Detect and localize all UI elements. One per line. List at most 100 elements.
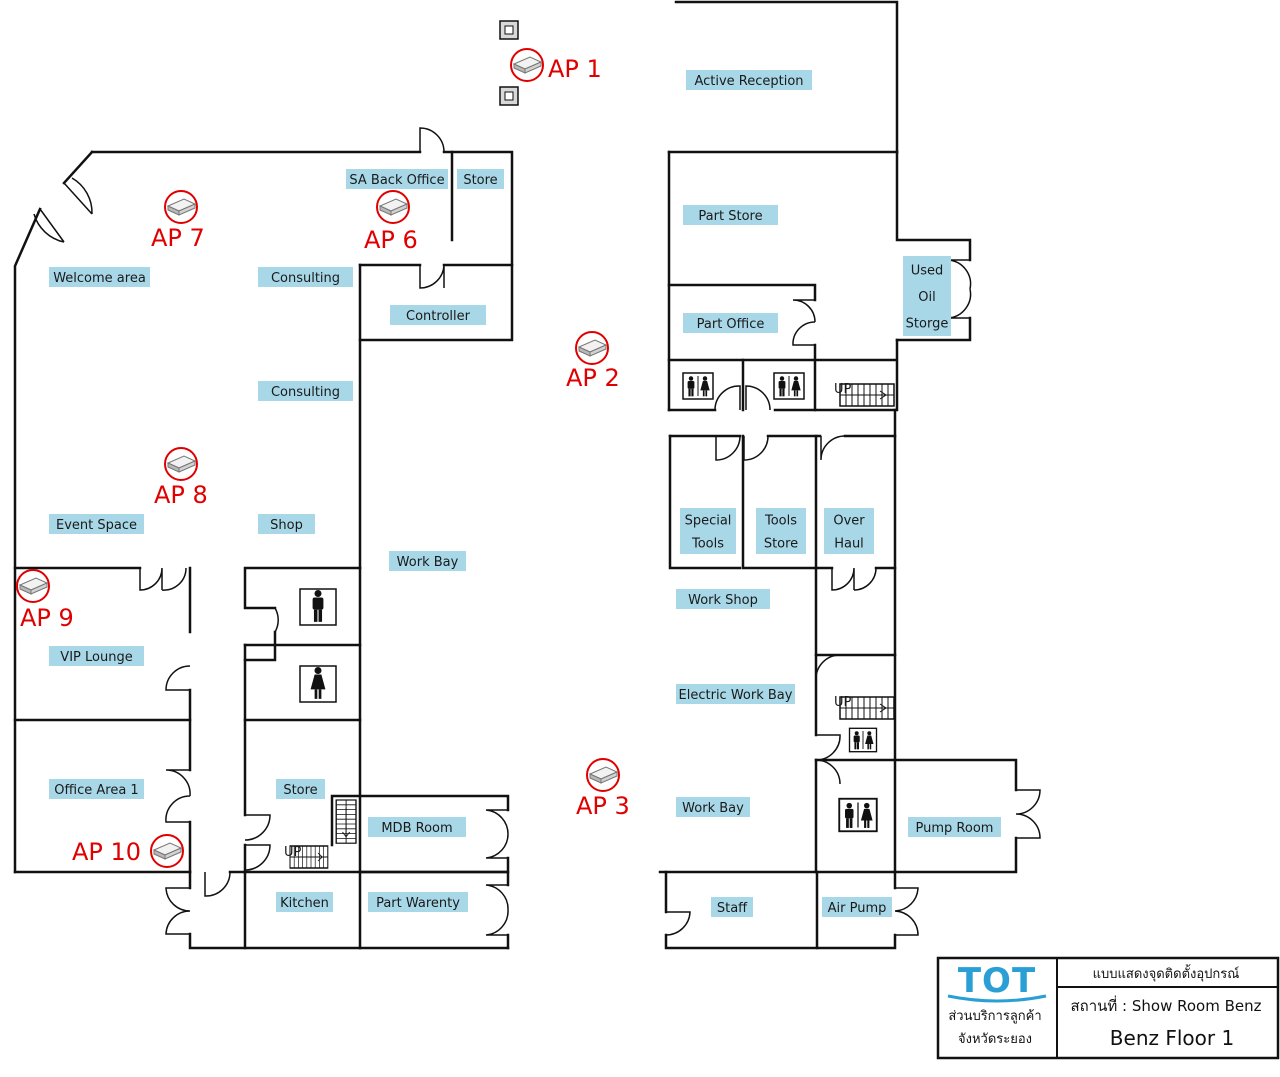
access-point: AP 6 <box>364 190 418 254</box>
room-label-text: Event Space <box>56 518 137 533</box>
room-label: Shop <box>258 514 315 534</box>
room-label-text: Part Store <box>698 209 762 224</box>
room-label-text: Store <box>283 783 317 798</box>
room-label: Work Bay <box>389 551 466 571</box>
room-label-text: SA Back Office <box>349 173 444 188</box>
room-label: VIP Lounge <box>49 646 144 666</box>
column-markers <box>499 20 519 106</box>
room-label-text: Electric Work Bay <box>679 688 793 703</box>
room-label: Work Shop <box>676 589 770 609</box>
room-label-text: Part Office <box>697 317 765 332</box>
multi-line-room-labels: UsedOilStorgeSpecialToolsToolsStoreOverH… <box>680 256 951 554</box>
room-label-text: Shop <box>270 518 303 533</box>
room-label: Part Office <box>683 313 778 333</box>
access-point-label: AP 9 <box>20 604 74 632</box>
room-label-text: Store <box>463 173 497 188</box>
room-label: Welcome area <box>49 267 150 287</box>
access-point-icon <box>379 198 408 216</box>
room-label-text: Storge <box>906 317 949 332</box>
location-text: สถานที่ : Show Room Benz <box>1070 995 1261 1015</box>
floor-text: Benz Floor 1 <box>1110 1026 1234 1050</box>
org-line-1: ส่วนบริการลูกค้า <box>948 1009 1041 1024</box>
women-restroom-icon <box>299 665 337 703</box>
stairs-label: UP <box>284 845 302 860</box>
room-label: MDB Room <box>368 817 466 837</box>
room-label: Active Reception <box>686 70 812 90</box>
left-building-doors <box>33 127 509 936</box>
right-building-doors <box>665 259 1041 936</box>
room-label: Kitchen <box>276 892 333 912</box>
title-block: TOT ส่วนบริการลูกค้า จังหวัดระยอง แบบแสด… <box>936 956 1280 1060</box>
room-label-text: Work Bay <box>682 801 744 816</box>
room-label: SA Back Office <box>346 169 448 189</box>
men-restroom-icon <box>299 588 337 626</box>
stairs-label: UP <box>834 382 852 397</box>
room-label: Pump Room <box>908 817 1001 837</box>
access-point-icon <box>589 766 618 784</box>
access-point-ring <box>164 447 198 481</box>
title-heading: แบบแสดงจุดติดตั้งอุปกรณ์ <box>1093 964 1240 982</box>
room-label: Event Space <box>49 514 144 534</box>
restroom-icon <box>850 728 877 751</box>
room-label-text: Oil <box>918 290 935 305</box>
room-label: Store <box>276 779 325 799</box>
access-point: AP 2 <box>566 331 620 392</box>
access-point: AP 9 <box>16 569 74 632</box>
stairs-icon: UP UP UP <box>284 382 895 869</box>
access-point: AP 7 <box>151 190 205 252</box>
access-point: AP 8 <box>154 447 208 509</box>
tot-logo: TOT <box>947 961 1047 1003</box>
room-label-text: Staff <box>717 901 748 916</box>
restroom-icons <box>299 373 877 832</box>
restroom-icon <box>683 373 713 399</box>
logo-text: TOT <box>958 961 1036 1001</box>
room-label: Consulting <box>258 267 353 287</box>
access-point-ring <box>510 48 544 82</box>
room-label-text: Over <box>833 514 865 529</box>
room-label-text: MDB Room <box>381 821 452 836</box>
access-point: AP 3 <box>576 758 630 820</box>
access-point-ring <box>164 190 198 224</box>
left-building-walls <box>13 150 514 950</box>
access-point-ring <box>586 758 620 792</box>
access-point-ring <box>575 331 609 365</box>
room-label-text: VIP Lounge <box>60 650 132 665</box>
room-label: Store <box>457 169 504 189</box>
room-label-text: Tools <box>764 514 797 529</box>
access-point-ring <box>376 190 410 224</box>
access-point-label: AP 1 <box>548 55 602 83</box>
room-label-text: Haul <box>834 537 864 552</box>
room-label-text: Active Reception <box>694 74 803 89</box>
access-point-icon <box>153 842 182 860</box>
access-point-icon <box>167 198 196 216</box>
room-label-text: Special <box>685 514 732 529</box>
access-point-icon <box>19 577 48 595</box>
access-point-icon <box>513 56 542 74</box>
restroom-icon <box>839 799 877 832</box>
stairs-label: UP <box>834 695 852 710</box>
restroom-icon <box>774 373 804 399</box>
room-label-text: Controller <box>406 309 471 324</box>
access-point-icon <box>578 339 607 357</box>
access-point: AP 10 <box>72 834 184 868</box>
room-label-text: Consulting <box>271 385 340 400</box>
right-building-walls <box>658 0 1018 950</box>
access-point-label: AP 7 <box>151 224 205 252</box>
access-point-label: AP 6 <box>364 226 418 254</box>
room-label: Air Pump <box>822 897 892 917</box>
room-label-text: Part Warenty <box>376 896 460 911</box>
room-label: Office Area 1 <box>49 779 144 799</box>
room-label-text: Used <box>911 263 944 278</box>
room-label: Controller <box>390 305 486 325</box>
access-point: AP 1 <box>510 48 602 83</box>
room-label-text: Welcome area <box>53 271 146 286</box>
room-label: Consulting <box>258 381 353 401</box>
room-label-text: Tools <box>691 537 724 552</box>
room-label-text: Work Bay <box>397 555 459 570</box>
